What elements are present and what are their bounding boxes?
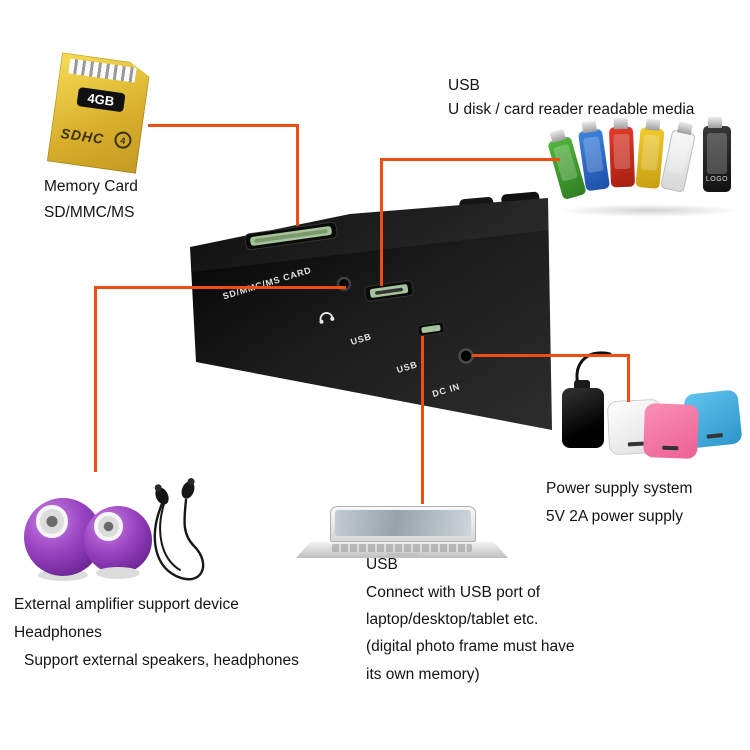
speaker-driver [35,505,69,538]
audio-caption-1: External amplifier support device [14,596,239,613]
callout-line-headphones-v [94,286,97,472]
audio-caption-3: Support external speakers, headphones [24,652,299,669]
laptop-caption-3: (digital photo frame must have [366,638,575,655]
usb-media-heading: USB [448,77,480,94]
power-adapter [562,380,604,448]
speakers-headphones-image [24,478,224,590]
power-caption-2: 5V 2A power supply [546,508,684,525]
callout-line-usbdrives-h [380,158,560,161]
micro-usb-port [417,321,445,337]
laptop-caption-4: its own memory) [366,666,480,683]
callout-line-memorycard-h [148,124,299,127]
speed-class-mark: 4 [113,130,132,149]
memory-card-caption-2: SD/MMC/MS [44,204,135,221]
memory-card-contacts [68,58,136,82]
usb-drive-red [608,126,636,188]
sd-card-slot [244,221,338,251]
callout-line-laptop-v [421,336,424,504]
memory-card-capacity: 4GB [76,87,125,112]
power-caption-1: Power supply system [546,480,693,497]
audio-caption-2: Headphones [14,624,102,641]
usb-drive-white [660,129,696,193]
laptop-caption-1: Connect with USB port of [366,584,541,601]
laptop-caption-2: laptop/desktop/tablet etc. [366,611,539,628]
speaker-ball [84,506,152,579]
callout-line-headphones-h [94,286,346,289]
frame-body [190,198,552,430]
power-supply-image [552,351,748,476]
usb-drive-black: LOGO [703,117,731,192]
callout-line-power-v [627,354,630,402]
power-bank-port [706,433,723,439]
laptop-screen [330,506,476,542]
laptop-image [296,506,508,562]
memory-card-body: 4GB SDHC 4 [47,52,151,173]
speaker-driver [94,512,123,541]
memory-card-caption-1: Memory Card [44,178,138,195]
power-bank-pink [643,403,699,459]
callout-line-power-h [472,354,630,357]
laptop-notch [387,553,417,557]
earphones-image [153,478,205,581]
frame-sheen [190,198,549,272]
power-bank-port [627,441,644,447]
sdhc-logo: SDHC [59,124,106,147]
adapter-plug-prong [574,380,590,388]
power-bank-port [662,445,679,451]
usb-drives-shadow [557,204,741,217]
photo-frame-image: SD/MMC/MS CARD USB USB DC IN [190,191,552,430]
laptop-keyboard [332,544,472,552]
headphone-icon [319,312,335,324]
memory-card-image: 4GB SDHC 4 [47,52,151,173]
usb-drives-image: LOGO [547,117,747,217]
usb-drive-logo-text: LOGO [705,176,729,183]
callout-line-usbdrives-v [380,158,383,286]
laptop-deck [296,542,508,558]
speaker-base [96,567,140,579]
dc-jack [458,348,474,364]
laptop-display [335,510,471,536]
callout-line-memorycard-v [296,124,299,226]
usb-drive-yellow [635,127,665,189]
usb-media-subheading: U disk / card reader readable media [448,101,695,118]
laptop-heading: USB [366,556,398,573]
usb-port [364,280,414,302]
speaker-base [38,569,88,581]
